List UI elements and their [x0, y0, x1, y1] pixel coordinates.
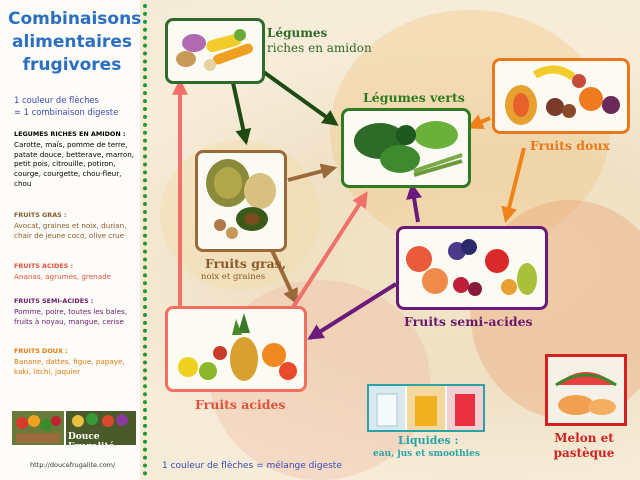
arrow-fatty-to-acid	[268, 245, 298, 305]
arrow-acid-to-green	[288, 191, 368, 314]
legend-line: = 1 combinaison digeste	[14, 107, 119, 117]
label-sweet-fruits: Fruits doux	[530, 138, 610, 153]
sidebar-group-starchy: LEGUMES RICHES EN AMIDON : Carotte, maïs…	[14, 130, 136, 189]
sidebar-group-fatty: FRUITS GRAS : Avocat, graines et noix, d…	[14, 211, 136, 240]
dotted-divider	[143, 4, 147, 476]
group-text: Avocat, graines et noix, durian, chair d…	[14, 220, 127, 240]
arrow-sweet-to-green	[467, 114, 491, 130]
label-starchy-vegetables: Légumes riches en amidon	[267, 26, 372, 56]
label-line: riches en amidon	[267, 41, 372, 55]
box-sweet-fruits[interactable]	[492, 58, 630, 134]
label-liquids-sub: eau, jus et smoothies	[373, 449, 480, 459]
arrow-legend-bottom: 1 couleur de flèches = mélange digeste	[162, 461, 342, 471]
box-fatty-fruits[interactable]	[195, 150, 287, 252]
sweet-fruits-image	[505, 65, 620, 125]
title-line: frugivores	[22, 55, 122, 75]
group-text: Pomme, poire, toutes les baies, fruits à…	[14, 306, 128, 326]
sidebar-group-sweet: FRUITS DOUX : Banane, dattes, figue, pap…	[14, 347, 136, 376]
box-semi-acid-fruits[interactable]	[396, 226, 548, 310]
group-text: Ananas, agrumes, grenade	[14, 271, 112, 281]
sidebar	[0, 0, 140, 480]
group-text: Banane, dattes, figue, papaye, kaki, lit…	[14, 356, 125, 376]
acid-fruits-image	[178, 313, 297, 381]
label-semi-acid-fruits: Fruits semi-acides	[404, 314, 533, 329]
label-line: pastèque	[553, 446, 615, 460]
melon-image	[548, 357, 624, 423]
arrow-sweet-to-semi	[501, 147, 526, 224]
arrow-semi-to-green	[406, 182, 422, 223]
fatty-fruits-image	[206, 159, 276, 239]
group-heading: LEGUMES RICHES EN AMIDON :	[14, 130, 126, 138]
box-acid-fruits[interactable]	[165, 306, 307, 392]
liquids-image	[369, 386, 483, 430]
title-line: alimentaires	[12, 32, 132, 52]
label-line: Légumes	[267, 26, 328, 40]
sidebar-group-semi-acid: FRUITS SEMI-ACIDES : Pomme, poire, toute…	[14, 297, 136, 326]
arrow-starchy-to-fatty	[230, 77, 252, 146]
page-title: Combinaisons alimentaires frugivores	[8, 8, 142, 77]
group-heading: FRUITS DOUX :	[14, 347, 68, 355]
box-starchy-vegetables[interactable]	[165, 18, 265, 84]
arrow-legend-top: 1 couleur de flèches = 1 combinaison dig…	[14, 94, 118, 118]
semi-acid-fruits-image	[406, 239, 537, 296]
group-heading: FRUITS GRAS :	[14, 211, 67, 219]
label-fatty-fruits-sub: noix et graines	[201, 272, 266, 282]
legend-line: 1 couleur de flèches	[14, 95, 99, 105]
brand-caption: Douce Frugalité	[68, 432, 115, 452]
arrow-semi-to-acid	[307, 282, 398, 340]
brand-photo-strip: Douce Frugalité	[12, 411, 136, 452]
label-green-vegetables: Légumes verts	[363, 90, 465, 105]
title-line: Combinaisons	[8, 9, 142, 29]
label-melon-watermelon: Melon et pastèque	[548, 431, 620, 461]
box-green-vegetables[interactable]	[341, 108, 471, 188]
label-line: Melon et	[554, 431, 614, 445]
arrow-starchy-to-green	[256, 66, 339, 126]
label-liquids: Liquides :	[398, 434, 459, 447]
group-heading: FRUITS ACIDES :	[14, 262, 74, 270]
box-liquids[interactable]	[367, 384, 485, 432]
green-vegetables-image	[354, 121, 463, 177]
sidebar-group-acid: FRUITS ACIDES : Ananas, agrumes, grenade	[14, 262, 136, 282]
group-heading: FRUITS SEMI-ACIDES :	[14, 297, 94, 305]
website-url[interactable]: http://doucefrugalite.com/	[30, 461, 116, 469]
arrow-fatty-to-green	[287, 163, 338, 182]
box-melon-watermelon[interactable]	[545, 354, 627, 426]
starchy-vegetables-image	[176, 29, 254, 71]
label-fatty-fruits: Fruits gras,	[205, 256, 287, 271]
group-text: Carotte, maïs, pomme de terre, patate do…	[14, 139, 135, 188]
produce-photos	[12, 411, 136, 445]
label-acid-fruits: Fruits acides	[195, 397, 286, 412]
